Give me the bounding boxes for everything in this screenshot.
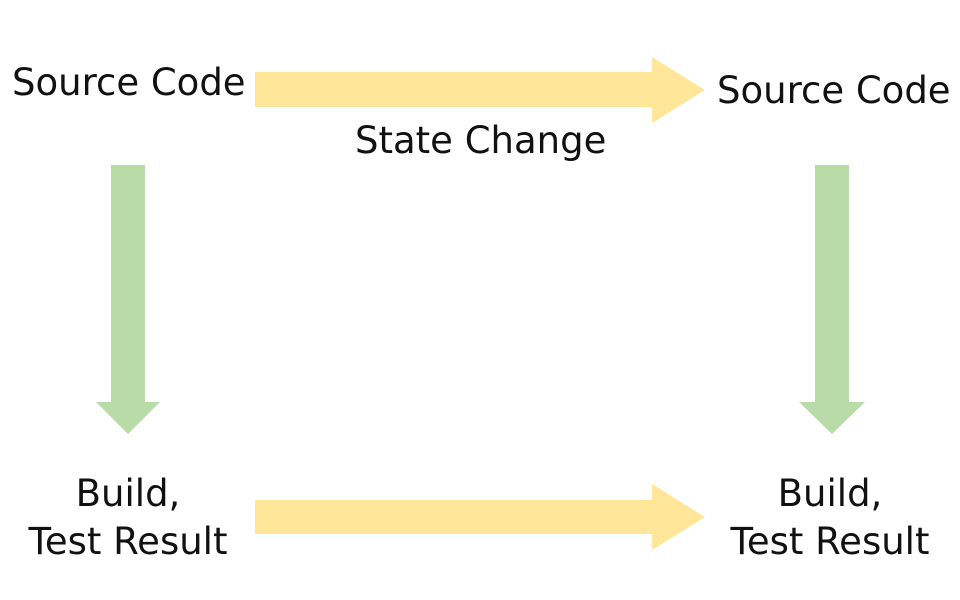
state-change-label: State Change xyxy=(355,119,607,162)
test-result-line-left: Test Result xyxy=(28,520,228,563)
build-test-result-left: Build, Test Result xyxy=(8,470,248,566)
build-line-left: Build, xyxy=(75,472,181,515)
state-change-arrow xyxy=(255,57,705,123)
build-line-right: Build, xyxy=(777,472,883,515)
build-test-result-right: Build, Test Result xyxy=(710,470,950,566)
test-result-line-right: Test Result xyxy=(730,520,930,563)
result-comparison-arrow xyxy=(255,484,705,550)
left-build-arrow xyxy=(96,165,160,434)
right-build-arrow xyxy=(799,165,865,434)
source-code-label-right: Source Code xyxy=(717,69,951,112)
source-code-label-left: Source Code xyxy=(12,61,246,104)
